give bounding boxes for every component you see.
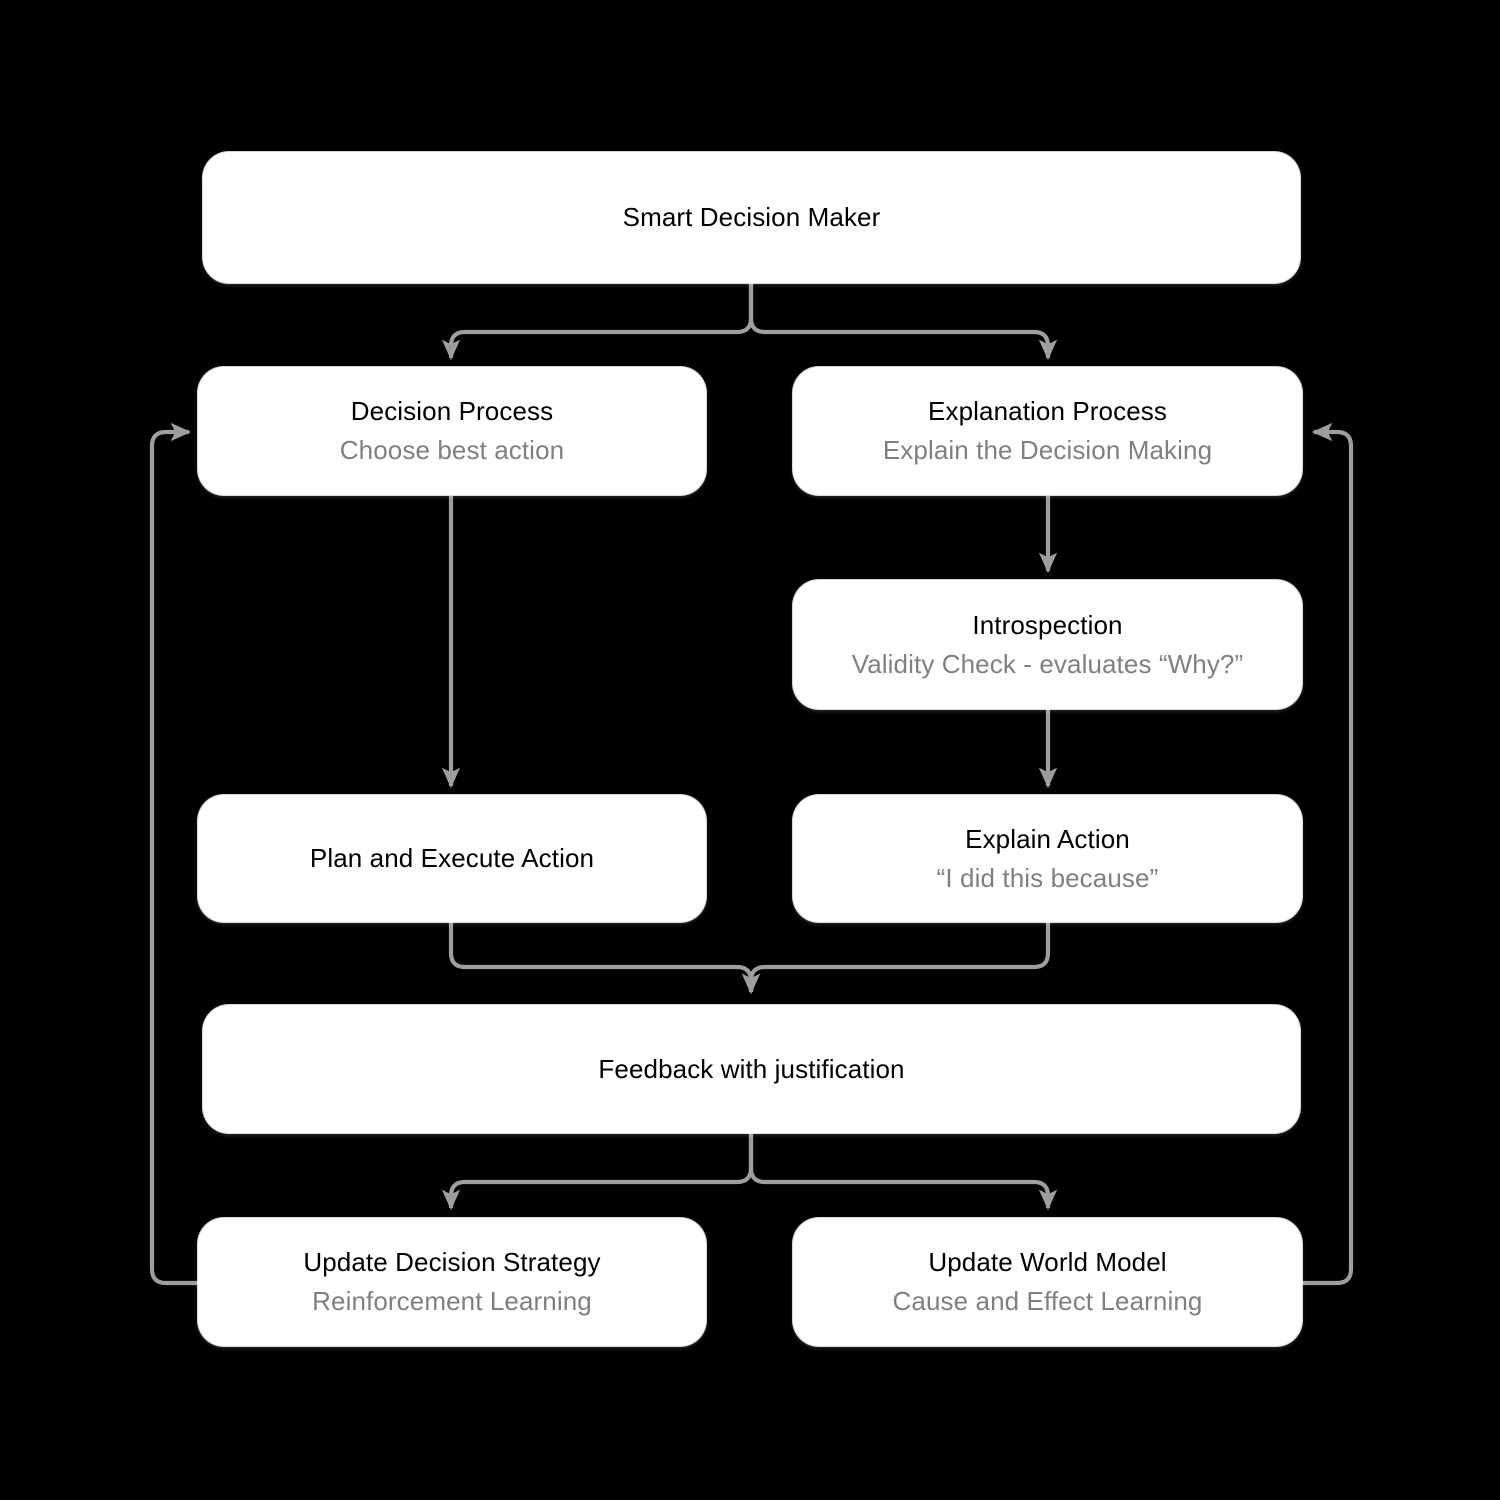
edge-smart-to-decision <box>441 283 754 361</box>
edge-update-strategy-to-decision <box>149 422 198 1286</box>
node-feedback-with-justification[interactable]: Feedback with justification <box>203 1005 1300 1133</box>
edge-plan-to-feedback <box>448 922 761 995</box>
edge-explain-to-feedback <box>741 922 1051 995</box>
node-explanation-process[interactable]: Explanation Process Explain the Decision… <box>793 367 1302 495</box>
node-decision-process[interactable]: Decision Process Choose best action <box>198 367 706 495</box>
node-subtitle: Reinforcement Learning <box>312 1286 592 1316</box>
node-title: Plan and Execute Action <box>309 843 595 873</box>
edge-feedback-to-update-world <box>748 1133 1058 1211</box>
node-title: Explanation Process <box>928 396 1167 426</box>
edge-feedback-to-update-strategy <box>441 1133 754 1211</box>
node-smart-decision-maker[interactable]: Smart Decision Maker <box>203 152 1300 283</box>
node-subtitle: Cause and Effect Learning <box>892 1286 1203 1316</box>
node-plan-and-execute-action[interactable]: Plan and Execute Action <box>198 795 706 922</box>
node-subtitle: Explain the Decision Making <box>882 435 1213 465</box>
node-title: Update World Model <box>928 1247 1167 1277</box>
node-title: Decision Process <box>350 396 554 426</box>
node-subtitle: Choose best action <box>339 435 565 465</box>
node-subtitle: Validity Check - evaluates “Why?” <box>851 648 1244 679</box>
edge-update-world-to-explanation <box>1302 422 1354 1286</box>
node-update-world-model[interactable]: Update World Model Cause and Effect Lear… <box>793 1218 1302 1346</box>
node-introspection[interactable]: Introspection Validity Check - evaluates… <box>793 580 1302 709</box>
node-explain-action[interactable]: Explain Action “I did this because” <box>793 795 1302 922</box>
node-title: Introspection <box>972 609 1123 640</box>
node-title: Smart Decision Maker <box>622 202 881 232</box>
node-title: Explain Action <box>965 823 1130 854</box>
node-update-decision-strategy[interactable]: Update Decision Strategy Reinforcement L… <box>198 1218 706 1346</box>
node-subtitle: “I did this because” <box>936 862 1159 893</box>
node-title: Update Decision Strategy <box>303 1247 601 1277</box>
edge-smart-to-explanation <box>748 283 1058 361</box>
node-title: Feedback with justification <box>598 1053 905 1084</box>
